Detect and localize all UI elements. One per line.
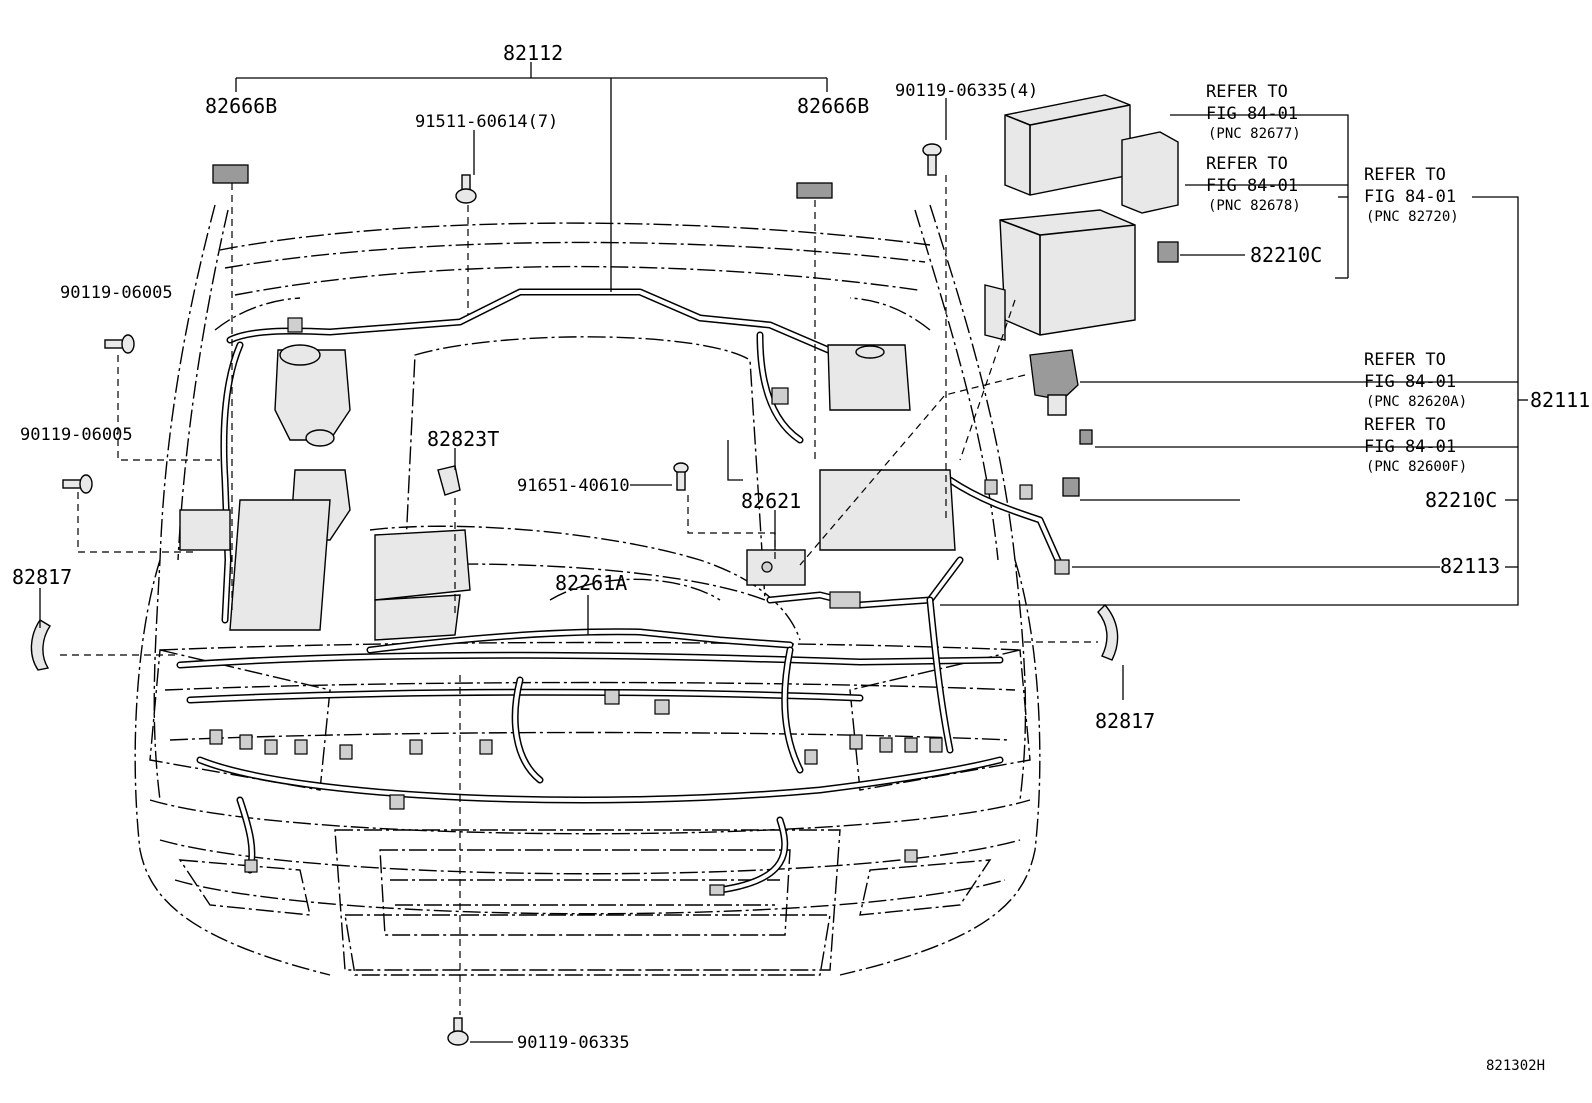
callout-90119-06335-4: 90119-06335(4)	[895, 81, 1038, 101]
callout-90119-06005-a: 90119-06005	[60, 283, 173, 303]
reference-pnc: (PNC 82620A)	[1366, 394, 1467, 410]
engine-components	[30, 94, 1179, 1046]
figure-references: REFER TO FIG 84-01 (PNC 82677) REFER TO …	[1206, 82, 1467, 475]
bolt-90119-06335-4	[922, 143, 942, 176]
callout-82111: 82111	[1530, 388, 1590, 412]
reference-82678: REFER TO FIG 84-01 (PNC 82678)	[1206, 154, 1301, 214]
reservoir-tank	[274, 344, 351, 447]
clamp-82817-right	[1097, 603, 1119, 661]
part-callouts: 82112 82666B 82666B 91511-60614(7) 90119…	[12, 41, 1590, 1053]
callout-82113: 82113	[1440, 554, 1500, 578]
reference-pnc: (PNC 82677)	[1208, 126, 1301, 142]
callout-82210c-top: 82210C	[1250, 243, 1322, 267]
bolt-91511	[455, 174, 477, 204]
reference-pnc: (PNC 82720)	[1366, 209, 1459, 225]
reference-line1: REFER TO	[1206, 82, 1288, 102]
callout-82621: 82621	[741, 489, 801, 513]
relay-82621	[746, 549, 806, 586]
figure-code: 821302H	[1486, 1058, 1545, 1074]
reference-line1: REFER TO	[1364, 350, 1446, 370]
callout-82112: 82112	[503, 41, 563, 65]
reference-pnc: (PNC 82678)	[1208, 198, 1301, 214]
reference-82677: REFER TO FIG 84-01 (PNC 82677)	[1206, 82, 1301, 142]
leader-lines	[39, 62, 1528, 1043]
relay-82210c-mid	[1062, 477, 1080, 497]
bolt-90119-06005-a	[104, 334, 135, 354]
callout-82817-left: 82817	[12, 565, 72, 589]
clamp-82823t	[437, 465, 461, 496]
reference-line2: FIG 84-01	[1206, 176, 1298, 196]
clamp-82817-left	[30, 619, 51, 671]
junction-block-82677	[1004, 94, 1131, 196]
bolt-90119-06005-b	[62, 474, 93, 494]
relay-block-82678	[1121, 131, 1179, 214]
reference-line1: REFER TO	[1206, 154, 1288, 174]
relay-82210c-top	[1157, 241, 1179, 263]
reference-line2: FIG 84-01	[1364, 372, 1456, 392]
relay-82620a	[1029, 349, 1079, 416]
clip-82666b-right	[796, 182, 833, 199]
fuse-block-82720	[984, 209, 1136, 341]
callout-82823t: 82823T	[427, 427, 499, 451]
reference-line2: FIG 84-01	[1364, 187, 1456, 207]
vehicle-body-outline	[134, 204, 1041, 976]
reference-82620a: REFER TO FIG 84-01 (PNC 82620A)	[1364, 350, 1467, 410]
callout-82666b-left: 82666B	[205, 94, 277, 118]
reference-line2: FIG 84-01	[1364, 437, 1456, 457]
callout-90119-06005-b: 90119-06005	[20, 425, 133, 445]
engine-wire-harness	[176, 288, 1070, 896]
reference-pnc: (PNC 82600F)	[1366, 459, 1467, 475]
reference-line2: FIG 84-01	[1206, 104, 1298, 124]
callout-82210c-mid: 82210C	[1425, 488, 1497, 512]
bolt-90119-06335	[447, 1017, 469, 1046]
connector-82600f	[1079, 429, 1093, 445]
reference-82600f: REFER TO FIG 84-01 (PNC 82600F)	[1364, 415, 1467, 475]
callout-91511: 91511-60614(7)	[415, 112, 558, 132]
reference-82720: REFER TO FIG 84-01 (PNC 82720)	[1364, 165, 1459, 225]
callout-82666b-right: 82666B	[797, 94, 869, 118]
clip-82666b-left	[212, 164, 249, 184]
callout-90119-06335: 90119-06335	[517, 1033, 630, 1053]
callout-82817-right: 82817	[1095, 709, 1155, 733]
reference-line1: REFER TO	[1364, 415, 1446, 435]
callout-82261a: 82261A	[555, 571, 627, 595]
reference-line1: REFER TO	[1364, 165, 1446, 185]
callout-91651: 91651-40610	[517, 476, 630, 496]
bolt-91651	[673, 462, 689, 491]
